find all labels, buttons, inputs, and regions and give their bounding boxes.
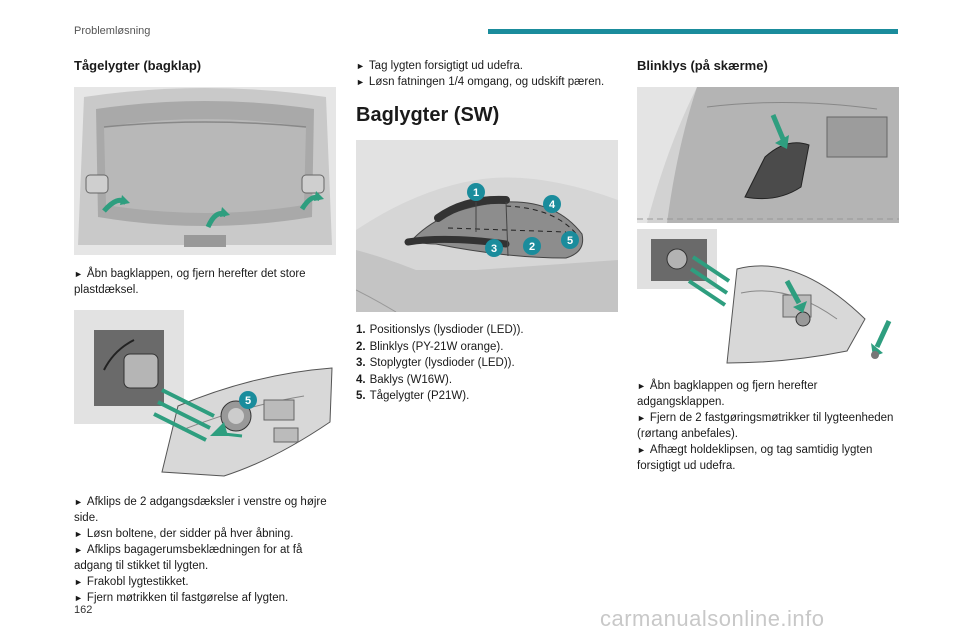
step-open-tailgate: ►Åbn bagklappen, og fjern herefter det s… [74,266,336,298]
column-indicators: Blinklys (på skærme) [637,58,899,474]
heading-fog-lamps: Tågelygter (bagklap) [74,58,202,73]
bullet-icon: ► [637,413,646,423]
figure-rear-lamp-sw: 1 2 3 4 5 [356,140,618,312]
callout-1: 1 [473,187,479,199]
bullet-icon: ► [74,497,83,507]
legend-item: 1.Positionslys (lysdioder (LED)). [356,324,524,336]
legend-item: 5.Tågelygter (P21W). [356,390,470,402]
step-item: ►Afklips de 2 adgangsdæksler i venstre o… [74,496,327,524]
bullet-icon: ► [74,577,83,587]
step-item: ►Løsn boltene, der sidder på hver åbning… [74,528,294,540]
callout-5: 5 [567,235,573,247]
legend-item: 4.Baklys (W16W). [356,373,453,386]
legend-item: 2.Blinklys (PY-21W orange). [356,340,504,353]
figure-wing-access-flap [637,87,899,223]
callout-3: 3 [491,243,497,255]
bullet-icon: ► [356,77,365,87]
heading-indicators: Blinklys (på skærme) [637,58,768,73]
callout-5: 5 [245,395,251,407]
bullet-icon: ► [637,445,646,455]
legend-item: 3.Stoplygter (lysdioder (LED)). [356,357,515,369]
step-item: ►Afhægt holdeklipsen, og tag samtidig ly… [637,444,873,472]
section-title: Problemløsning [74,25,151,37]
step-text: Åbn bagklappen, og fjern herefter det st… [74,268,306,296]
step-item: ►Frakobl lygtestikket. [74,576,189,588]
bullet-icon: ► [637,381,646,391]
heading-rear-lamps: Baglygter (SW) [356,104,500,126]
page-number: 162 [74,604,93,616]
steps-continued: ►Tag lygten forsigtigt ud udefra. ►Løsn … [356,58,618,90]
step-item: ►Åbn bagklappen og fjern herefter adgang… [637,380,818,408]
steps-fog-lamp: ►Afklips de 2 adgangsdæksler i venstre o… [74,494,336,606]
figure-indicator-removal [637,223,899,365]
bullet-icon: ► [74,545,83,555]
bullet-icon: ► [74,529,83,539]
step-item: ►Løsn fatningen 1/4 omgang, og udskift p… [356,76,605,88]
column-rear-lamps: ►Tag lygten forsigtigt ud udefra. ►Løsn … [356,58,618,405]
step-item: ►Tag lygten forsigtigt ud udefra. [356,60,523,72]
step-item: ►Afklips bagagerumsbeklædningen for at f… [74,544,303,572]
figure-tailgate-open [74,87,336,255]
figure-lamp-unit-fog: 5 [74,310,336,484]
bullet-icon: ► [356,61,365,71]
callout-4: 4 [549,199,556,211]
header-accent-bar [488,29,898,34]
bullet-icon: ► [74,269,83,279]
column-fog-lamps: Tågelygter (bagklap) ►Åbn bagklappen, og… [74,58,336,606]
footer-watermark: carmanualsonline.info [600,606,825,631]
step-item: ►Fjern de 2 fastgøringsmøtrikker til lyg… [637,412,894,440]
steps-indicator: ►Åbn bagklappen og fjern herefter adgang… [637,378,899,474]
callout-2: 2 [529,241,535,253]
step-item: ►Fjern møtrikken til fastgørelse af lygt… [74,592,289,604]
bullet-icon: ► [74,593,83,603]
lamp-legend: 1.Positionslys (lysdioder (LED)). 2.Blin… [356,322,618,405]
